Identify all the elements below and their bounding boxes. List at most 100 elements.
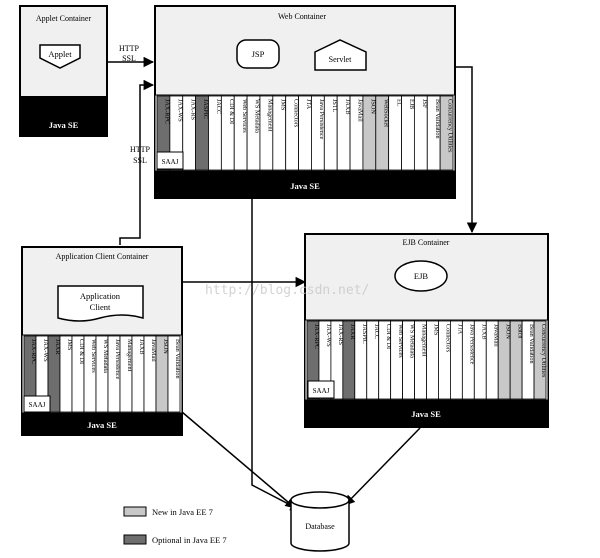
web-api-label: JTA <box>305 99 312 110</box>
ejb-api-label: WS Metadata <box>409 324 416 358</box>
appclient-api-label: Bean Validation <box>174 339 181 379</box>
appclient-api-label: JAXR <box>54 339 61 355</box>
ejb-api-columns: JAX-RPC JAX-WS JAX-RS JAXR JASPIC JACC CDI & D… <box>306 320 547 400</box>
app-client-container: Application Client Container Application… <box>21 246 183 436</box>
web-api-cell <box>439 95 454 171</box>
ejb-api-label: JAX-RPC <box>313 324 320 349</box>
ejb-container-label: EJB Container <box>403 238 450 247</box>
web-api-label: JSON <box>370 99 377 114</box>
ejb-api-label: Bean Validation <box>528 324 535 364</box>
app-client-saaj-label: SAAJ <box>29 401 46 409</box>
legend-optional-label: Optional in Java EE 7 <box>152 535 227 545</box>
servlet-component-shape <box>314 39 367 71</box>
appclient-api-label: Web Services <box>90 339 97 373</box>
app-client-saaj-box <box>23 395 51 413</box>
web-api-cell <box>388 95 402 171</box>
appclient-api-label: WS Metadata <box>102 339 109 373</box>
web-api-label: JASPIC <box>202 99 209 119</box>
connectors <box>107 56 478 511</box>
ejb-api-label: JASPIC <box>361 324 368 344</box>
web-platform-label: Java SE <box>290 181 320 191</box>
ejb-component-shape <box>394 260 448 292</box>
app-client-component-label-1: Application <box>80 291 121 301</box>
appclient-api-cell <box>167 335 181 413</box>
appclient-api-label: JAXB <box>138 339 145 354</box>
legend-new-label: New in Java EE 7 <box>152 507 213 517</box>
web-api-label: Web Services <box>241 99 248 133</box>
web-saaj-label: SAAJ <box>162 158 179 166</box>
web-api-label: JSF <box>421 99 428 109</box>
web-api-label: Bean Validation <box>434 99 441 139</box>
web-api-label: Connectors <box>292 99 299 128</box>
ejb-api-label: JAX-RS <box>337 324 344 346</box>
appclient-api-label: Management <box>126 339 133 372</box>
applet-component-label: Applet <box>48 49 72 59</box>
web-api-label: WebSocket <box>382 99 389 127</box>
watermark: http://blog.csdn.net/ <box>205 283 369 298</box>
appclient-api-label: Java Persistence <box>114 339 121 380</box>
ejb-api-label: JAXB <box>480 324 487 339</box>
database-label: Database <box>305 522 335 531</box>
web-api-label: JSTL <box>331 99 338 113</box>
web-api-label: Management <box>267 99 274 132</box>
ejb-api-label: JTA <box>457 324 464 335</box>
ejb-component-label: EJB <box>414 271 429 281</box>
ejb-api-label: Batch <box>516 324 523 339</box>
app-client-component-label-2: Client <box>90 302 111 312</box>
ejb-api-label: Connectors <box>445 324 452 353</box>
ejb-api-label: JavaMail <box>492 324 499 347</box>
web-api-label: JavaMail <box>357 99 364 122</box>
applet-web-protocol-ssl: SSL <box>122 54 136 63</box>
ejb-api-label: JMS <box>433 324 440 336</box>
app-client-container-label: Application Client Container <box>56 252 149 261</box>
protocol-labels: HTTP SSL HTTP SSL <box>119 44 151 165</box>
applet-web-protocol-http: HTTP <box>119 44 140 53</box>
ejb-api-label: JSON <box>504 324 511 339</box>
legend-optional-swatch <box>123 534 147 545</box>
web-container-label: Web Container <box>278 12 326 21</box>
client-web-protocol-http: HTTP <box>130 145 151 154</box>
appclient-api-label: JSON <box>162 339 169 354</box>
web-api-label: JAXB <box>344 99 351 114</box>
client-web-protocol-ssl: SSL <box>133 156 147 165</box>
app-client-platform-label: Java SE <box>87 420 117 430</box>
database-cylinder: Database <box>290 491 350 552</box>
applet-component-shape <box>39 44 81 69</box>
web-api-label: CDI & DI <box>228 99 235 124</box>
web-saaj-box <box>156 151 184 170</box>
web-api-label: JAX-WS <box>176 99 183 122</box>
web-api-columns: JAX-RPC JAX-WS JAX-RS JASPIC JACC CDI & DI Web… <box>156 95 454 171</box>
appclient-api-label: JavaMail <box>150 339 157 362</box>
ejb-api-label: Concurrency Utilities <box>540 324 547 378</box>
web-api-label: WS Metadata <box>254 99 261 133</box>
web-api-label: EJB <box>408 99 415 109</box>
web-api-label: JACC <box>215 99 222 114</box>
applet-container: Applet Container Applet Java SE <box>19 5 108 137</box>
web-api-label: JAX-RPC <box>164 99 171 124</box>
ejb-api-label: Web Services <box>397 324 404 358</box>
ejb-api-label: Management <box>421 324 428 357</box>
ejb-api-label: JAXR <box>349 324 356 340</box>
app-client-component-shape <box>57 285 144 322</box>
web-api-label: Java Persistence <box>318 99 325 140</box>
ejb-api-label: JAX-WS <box>325 324 332 347</box>
web-api-label: JAX-RS <box>189 99 196 121</box>
ejb-platform-label: Java SE <box>411 409 441 419</box>
web-api-label: EL <box>395 99 402 107</box>
jsp-component-label: JSP <box>252 49 265 59</box>
ejb-api-label: JACC <box>373 324 380 339</box>
legend: New in Java EE 7 Optional in Java EE 7 <box>123 506 227 545</box>
servlet-component-label: Servlet <box>329 55 352 64</box>
ejb-api-label: CDI & DI <box>385 324 392 349</box>
web-api-label: JMS <box>279 99 286 111</box>
jsp-component-shape <box>236 39 280 69</box>
applet-platform-label: Java SE <box>49 120 79 130</box>
legend-new-swatch <box>123 506 147 517</box>
ejb-saaj-box <box>307 380 335 399</box>
appclient-api-label: JAX-RPC <box>30 339 37 364</box>
web-api-label: Concurrency Utilities <box>447 99 454 153</box>
